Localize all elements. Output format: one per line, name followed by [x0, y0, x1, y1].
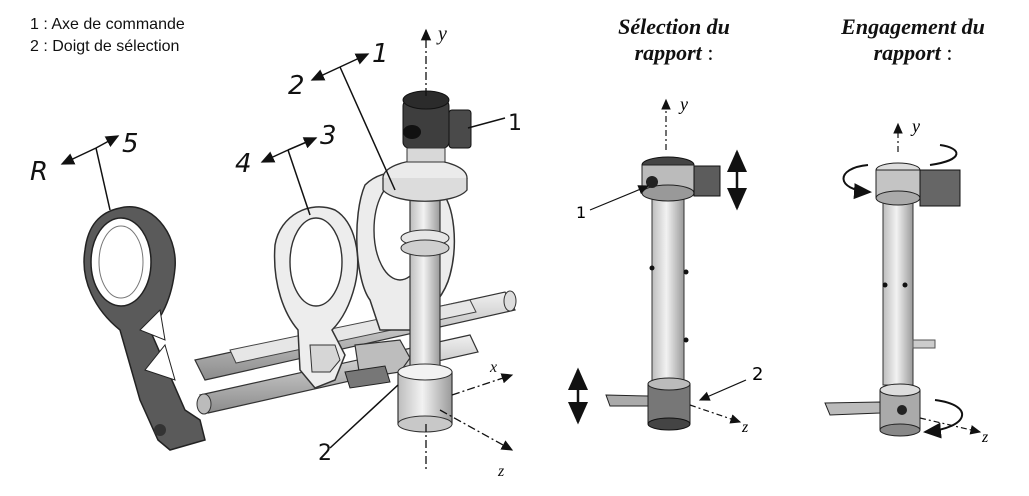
- legend-item-control-axis: 1 : Axe de commande: [30, 16, 185, 33]
- selection-title-line2: rapport: [634, 40, 702, 65]
- selection-label-1: 1: [576, 203, 586, 222]
- engagement-panel: y z: [824, 116, 989, 446]
- selection-label-2: 2: [752, 364, 763, 385]
- selection-axis-z: z: [741, 419, 749, 436]
- engagement-title-suffix: :: [940, 40, 953, 65]
- selection-axis-y: y: [678, 94, 688, 114]
- engagement-axis-z: z: [981, 429, 989, 446]
- main-leaders: [60, 53, 506, 449]
- axis-label-z: z: [497, 463, 505, 480]
- engagement-title-line2: rapport: [873, 40, 941, 65]
- label-5: 5: [122, 129, 139, 159]
- main-axes: [420, 28, 514, 470]
- label-3: 3: [320, 121, 337, 151]
- axis-label-x: x: [489, 359, 497, 376]
- selector-finger: [344, 339, 411, 389]
- engagement-axis-y: y: [910, 116, 920, 136]
- engagement-title-line1: Engagement du: [841, 14, 985, 39]
- selection-panel: y z 1 2: [568, 94, 763, 436]
- label-4: 4: [235, 149, 252, 179]
- label-1-knob: 1: [508, 111, 522, 136]
- shift-fork-43: [273, 206, 359, 389]
- shift-fork-r5: [83, 206, 206, 451]
- label-1-top: 1: [372, 39, 389, 69]
- label-2-top: 2: [288, 71, 305, 101]
- engagement-title: Engagement du rapport :: [808, 14, 1018, 66]
- main-assembly: R 5 4 3 2 1 1 2 y x z: [30, 23, 522, 480]
- control-rod: [382, 90, 472, 433]
- label-2-finger: 2: [318, 441, 332, 466]
- selection-title: Sélection du rapport :: [574, 14, 774, 66]
- shift-rails: [194, 290, 517, 415]
- selection-title-suffix: :: [701, 40, 714, 65]
- axis-label-y: y: [436, 23, 447, 45]
- legend: 1 : Axe de commande 2 : Doigt de sélecti…: [30, 14, 185, 58]
- selection-title-line1: Sélection du: [618, 14, 730, 39]
- main-text-labels: R 5 4 3 2 1 1 2 y x z: [30, 23, 522, 480]
- label-r: R: [30, 157, 48, 187]
- legend-item-selection-finger: 2 : Doigt de sélection: [30, 38, 180, 55]
